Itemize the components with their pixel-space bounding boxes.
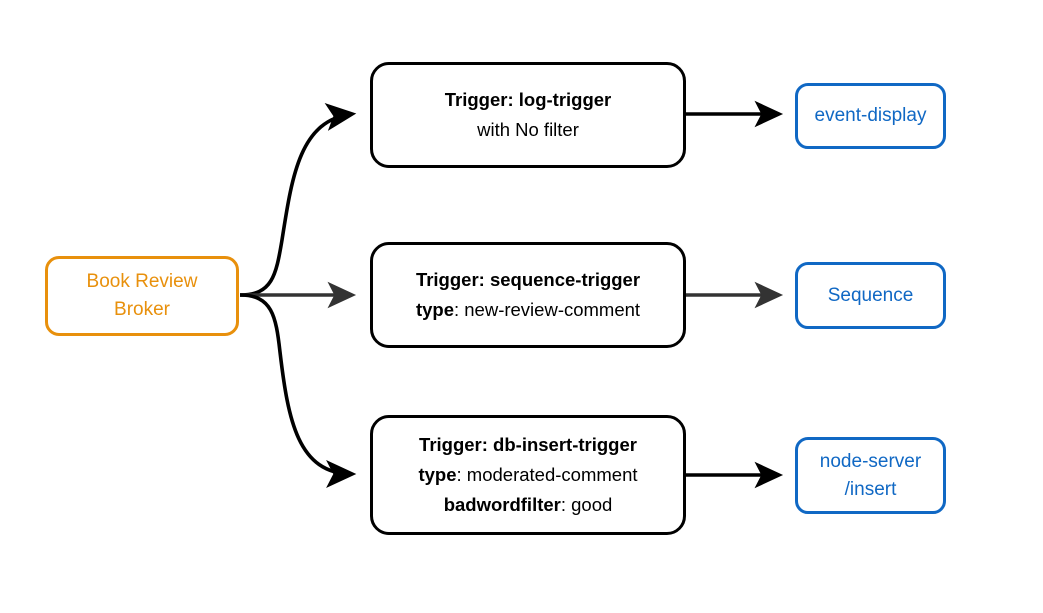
trigger-db-line-1-bold: Trigger: db-insert-trigger bbox=[419, 434, 637, 456]
edge-broker-to-log-trigger bbox=[239, 103, 357, 297]
service-event-display-label: event-display bbox=[814, 105, 927, 127]
node-trigger-db-insert-trigger[interactable]: Trigger: db-insert-trigger type: moderat… bbox=[370, 415, 686, 535]
trigger-db-line-3-rest: : good bbox=[560, 493, 613, 515]
trigger-log-line-1-bold: Trigger: log-trigger bbox=[444, 89, 612, 111]
service-node-server-label-line-1: node-server bbox=[819, 450, 922, 472]
trigger-db-line-2-rest: : moderated-comment bbox=[456, 464, 638, 486]
trigger-sequence-line-2-rest: : new-review-comment bbox=[453, 299, 641, 320]
service-node-server-label-line-2: /insert bbox=[844, 478, 897, 500]
trigger-db-line-3: badwordfilter: good bbox=[444, 490, 613, 520]
node-book-review-broker[interactable]: Book Review Broker bbox=[45, 256, 239, 336]
trigger-db-line-2: type: moderated-comment bbox=[418, 460, 637, 490]
service-sequence-label: Sequence bbox=[827, 284, 914, 306]
trigger-sequence-line-2-bold: type bbox=[415, 299, 454, 320]
node-trigger-log-trigger[interactable]: Trigger: log-trigger with No filter bbox=[370, 62, 686, 168]
trigger-db-line-1: Trigger: db-insert-trigger bbox=[419, 430, 637, 460]
trigger-sequence-line-2: type: new-review-comment bbox=[416, 295, 640, 325]
trigger-sequence-line-1: Trigger: sequence-trigger bbox=[416, 265, 640, 295]
trigger-log-line-2: with No filter bbox=[477, 115, 579, 145]
node-service-sequence[interactable]: Sequence bbox=[795, 262, 946, 329]
trigger-log-line-1: Trigger: log-trigger bbox=[445, 85, 612, 115]
broker-label-line-1: Book Review bbox=[86, 271, 198, 293]
node-trigger-sequence-trigger[interactable]: Trigger: sequence-trigger type: new-revi… bbox=[370, 242, 686, 348]
trigger-log-line-2-rest: with No filter bbox=[477, 119, 579, 140]
trigger-db-line-2-bold: type bbox=[418, 464, 457, 486]
trigger-db-line-3-bold: badwordfilter bbox=[443, 493, 561, 515]
trigger-sequence-line-1-bold: Trigger: sequence-trigger bbox=[415, 269, 641, 291]
broker-label-line-2: Broker bbox=[114, 299, 170, 320]
edge-broker-to-db-insert-trigger bbox=[239, 293, 357, 489]
node-service-node-server-insert[interactable]: node-server /insert bbox=[795, 437, 946, 514]
node-service-event-display[interactable]: event-display bbox=[795, 83, 946, 149]
